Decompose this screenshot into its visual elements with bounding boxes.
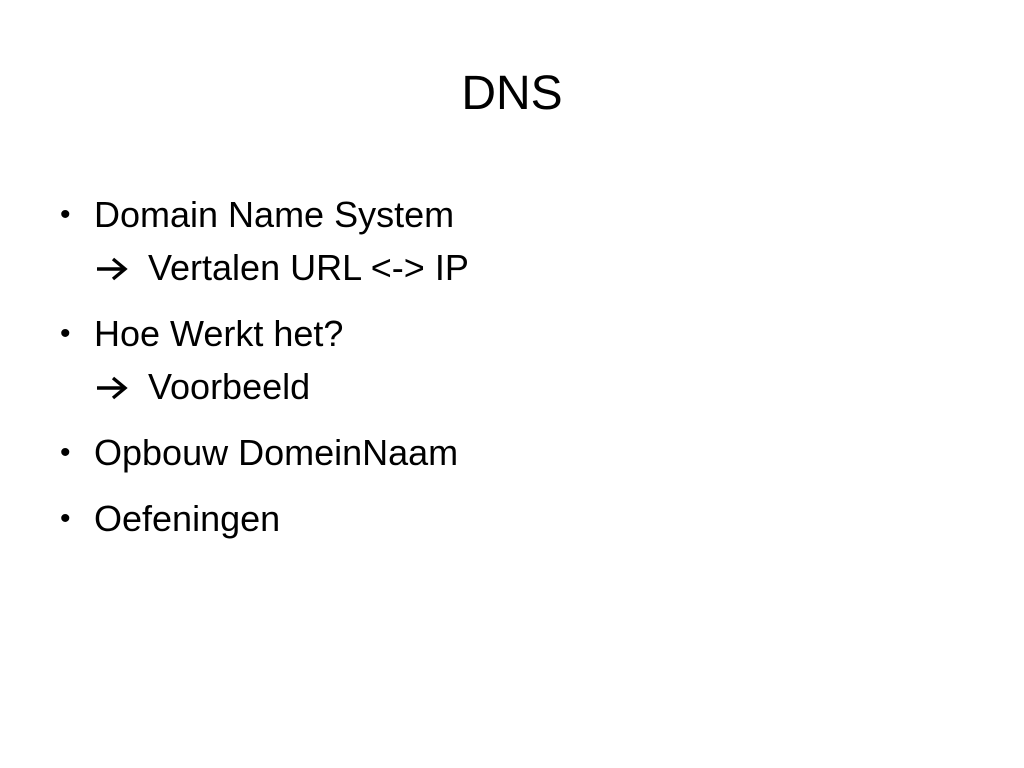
bullet-list: • Domain Name System Vertalen URL <-> IP… bbox=[60, 188, 960, 558]
bullet-subline: Voorbeeld bbox=[94, 360, 960, 413]
bullet-text: Hoe Werkt het? bbox=[94, 313, 344, 354]
bullet-subtext: Vertalen URL <-> IP bbox=[148, 247, 469, 288]
right-arrow-icon bbox=[94, 256, 130, 282]
bullet-item-oefeningen: • Oefeningen bbox=[60, 492, 960, 545]
bullet-item-domain-name-system: • Domain Name System Vertalen URL <-> IP bbox=[60, 188, 960, 294]
slide-title: DNS bbox=[461, 67, 563, 120]
bullet-item-opbouw-domeinnaam: • Opbouw DomeinNaam bbox=[60, 426, 960, 479]
bullet-dot: • bbox=[60, 502, 71, 535]
bullet-dot: • bbox=[60, 198, 71, 231]
bullet-dot: • bbox=[60, 317, 71, 350]
bullet-text: Oefeningen bbox=[94, 498, 281, 539]
right-arrow-icon bbox=[94, 375, 130, 401]
bullet-dot: • bbox=[60, 436, 71, 469]
bullet-item-hoe-werkt-het: • Hoe Werkt het? Voorbeeld bbox=[60, 307, 960, 413]
bullet-subtext: Voorbeeld bbox=[148, 366, 311, 407]
bullet-text: Domain Name System bbox=[94, 194, 455, 235]
bullet-text: Opbouw DomeinNaam bbox=[94, 432, 459, 473]
bullet-subline: Vertalen URL <-> IP bbox=[94, 241, 960, 294]
